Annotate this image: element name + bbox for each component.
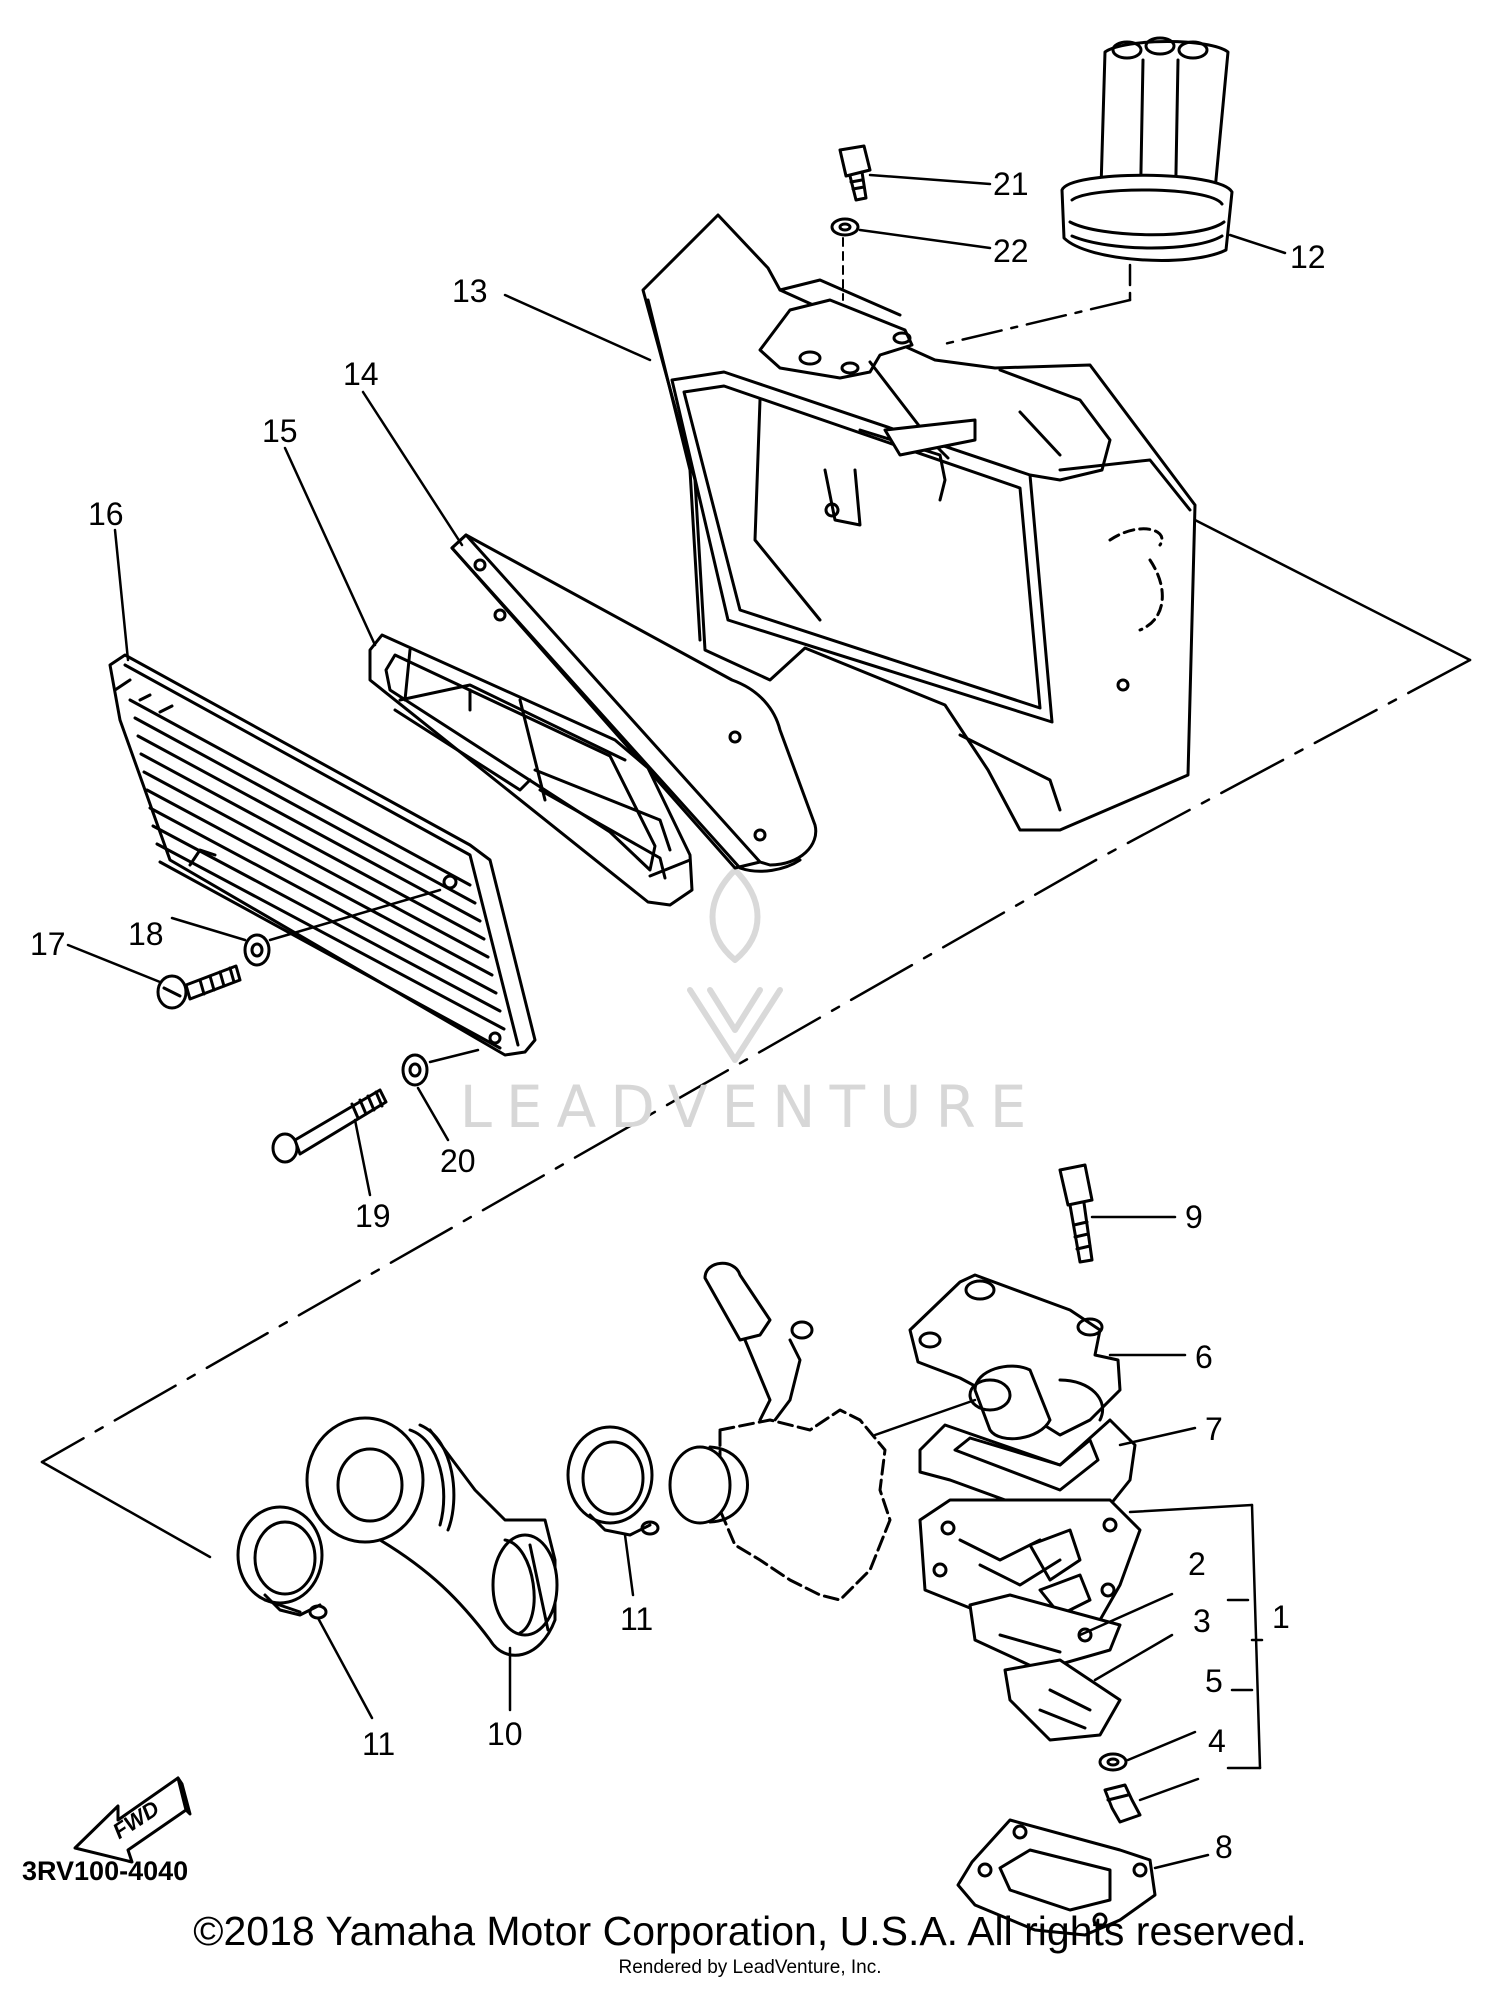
air-box-part-13	[641, 213, 1197, 832]
leader-5	[1126, 1730, 1197, 1762]
leader-22	[858, 228, 992, 250]
callout-19: 19	[355, 1198, 391, 1234]
bracket-part-1	[1128, 1503, 1264, 1770]
callout-16: 16	[88, 496, 124, 532]
leader-8	[1153, 1853, 1210, 1870]
callout-6: 6	[1195, 1339, 1213, 1375]
bolt-part-17	[156, 964, 242, 1010]
callout-labels: 21 22 12 13 14 15 16 18 17 20 19 9 6 7 2…	[30, 166, 1326, 1865]
washer-part-22	[830, 217, 860, 237]
filter-frame-part-15	[368, 633, 694, 907]
callout-15: 15	[262, 413, 298, 449]
leader-2	[1078, 1592, 1174, 1637]
callout-5: 5	[1205, 1663, 1223, 1699]
callout-14: 14	[343, 356, 379, 392]
leader-14	[361, 390, 464, 547]
leader-15	[283, 446, 377, 647]
manifold-part-6	[908, 1273, 1122, 1441]
clamp-part-11-right	[566, 1425, 660, 1537]
reed-part-3	[1003, 1658, 1122, 1742]
reed-valve-assembly-part-1	[918, 1498, 1142, 1622]
gasket-part-7	[918, 1418, 1137, 1522]
leader-11-right	[623, 1533, 635, 1597]
copyright-text: ©2018 Yamaha Motor Corporation, U.S.A. A…	[193, 1908, 1307, 1954]
diagram-code: 3RV100-4040	[22, 1856, 188, 1886]
rubber-joint-part-10	[305, 1416, 559, 1657]
callout-11-right: 11	[620, 1601, 653, 1637]
screw-part-4	[1103, 1783, 1142, 1824]
washer-part-5	[1098, 1752, 1128, 1772]
leader-21	[868, 173, 992, 186]
clamp-part-11-left	[236, 1505, 328, 1620]
callout-11-left: 11	[362, 1726, 395, 1762]
leader-18	[170, 916, 247, 942]
callout-13: 13	[452, 273, 488, 309]
rendered-by-text: Rendered by LeadVenture, Inc.	[618, 1957, 882, 1978]
callout-7: 7	[1205, 1411, 1223, 1447]
callout-12: 12	[1290, 239, 1326, 275]
watermark-logo	[687, 867, 783, 1063]
bolt-part-9	[1058, 1163, 1094, 1264]
leader-4	[1138, 1777, 1200, 1802]
callout-1: 1	[1272, 1599, 1290, 1635]
callout-10: 10	[487, 1716, 523, 1752]
grille-cover-part-16	[108, 653, 537, 1057]
leader-13	[503, 293, 652, 362]
carburetor-body	[668, 1261, 892, 1602]
callout-3: 3	[1193, 1603, 1211, 1639]
watermark-text: LEADVENTURE	[460, 1073, 1041, 1141]
washer-part-20	[401, 1053, 429, 1087]
callout-20: 20	[440, 1143, 476, 1179]
bolt-part-19	[271, 1088, 388, 1164]
filter-element-part-14	[450, 533, 818, 873]
leader-17	[66, 943, 162, 984]
leader-3	[1093, 1633, 1174, 1682]
callout-9: 9	[1185, 1199, 1203, 1235]
callout-4: 4	[1208, 1723, 1226, 1759]
fwd-arrow-icon	[73, 1776, 192, 1864]
leader-16	[113, 528, 130, 662]
gasket-part-8	[956, 1818, 1157, 1937]
washer-part-18	[243, 933, 271, 967]
leader-12	[1228, 233, 1287, 255]
callout-22: 22	[993, 233, 1029, 269]
callout-21: 21	[993, 166, 1029, 202]
leader-11-left	[316, 1616, 374, 1720]
section-divider	[40, 518, 1472, 1559]
callout-18: 18	[128, 916, 164, 952]
duct-boot-part-12	[1060, 36, 1234, 262]
leader-7	[1118, 1426, 1197, 1447]
leader-19	[353, 1118, 372, 1197]
bolt-part-21	[838, 144, 872, 202]
callout-2: 2	[1188, 1546, 1206, 1582]
callout-17: 17	[30, 926, 66, 962]
callout-8: 8	[1215, 1829, 1233, 1865]
leader-20	[416, 1086, 450, 1142]
